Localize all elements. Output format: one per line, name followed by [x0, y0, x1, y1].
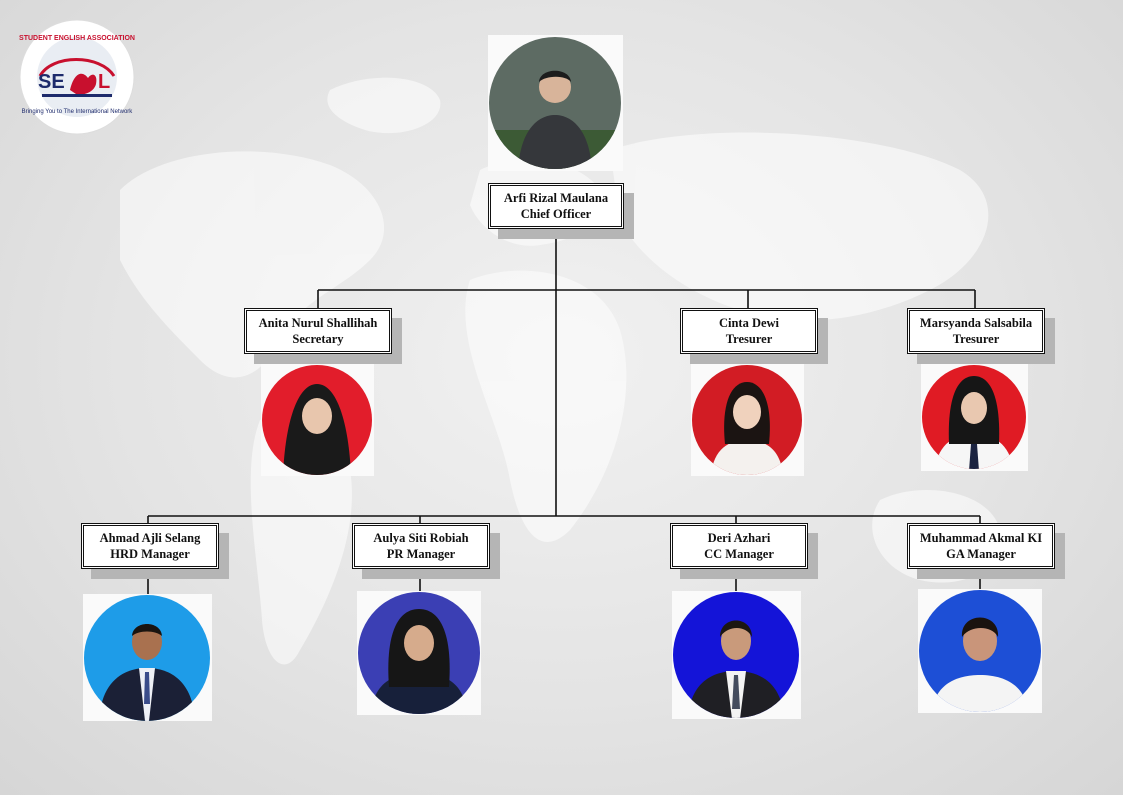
secretary-box: Anita Nurul Shallihah Secretary	[244, 308, 392, 354]
ga-manager-photo	[918, 589, 1042, 713]
treasurer-photo-1	[691, 364, 804, 476]
hrd-manager-photo	[83, 594, 212, 721]
member-name: Ahmad Ajli Selang	[99, 531, 201, 545]
hrd-manager-box: Ahmad Ajli Selang HRD Manager	[81, 523, 219, 569]
treasurer-box-2: Marsyanda Salsabila Tresurer	[907, 308, 1045, 354]
treasurer-photo-2	[921, 364, 1028, 471]
seal-logo: STUDENT ENGLISH ASSOCIATION SE L Bringin…	[18, 18, 136, 136]
svg-text:Bringing You to The Internatio: Bringing You to The International Networ…	[22, 109, 134, 115]
svg-text:L: L	[98, 71, 110, 93]
chief-role: Chief Officer	[520, 207, 592, 221]
member-name: Muhammad Akmal KI	[919, 531, 1043, 545]
member-name: Marsyanda Salsabila	[919, 316, 1033, 330]
chief-photo	[488, 35, 623, 171]
member-role: PR Manager	[386, 547, 456, 561]
cc-manager-photo	[672, 591, 801, 719]
svg-text:SE: SE	[38, 71, 65, 93]
member-role: GA Manager	[946, 547, 1016, 561]
member-role: HRD Manager	[110, 547, 190, 561]
member-name: Deri Azhari	[707, 531, 771, 545]
member-name: Anita Nurul Shallihah	[258, 316, 378, 330]
pr-manager-box: Aulya Siti Robiah PR Manager	[352, 523, 490, 569]
member-role: Secretary	[292, 332, 344, 346]
member-name: Aulya Siti Robiah	[373, 531, 469, 545]
secretary-photo	[261, 364, 374, 476]
member-name: Cinta Dewi	[718, 316, 780, 330]
chief-box: Arfi Rizal Maulana Chief Officer	[488, 183, 624, 229]
member-role: Tresurer	[725, 332, 773, 346]
ga-manager-box: Muhammad Akmal KI GA Manager	[907, 523, 1055, 569]
svg-text:STUDENT ENGLISH ASSOCIATION: STUDENT ENGLISH ASSOCIATION	[19, 35, 135, 42]
member-role: CC Manager	[704, 547, 774, 561]
member-role: Tresurer	[952, 332, 1000, 346]
chief-name: Arfi Rizal Maulana	[503, 191, 609, 205]
cc-manager-box: Deri Azhari CC Manager	[670, 523, 808, 569]
treasurer-box-1: Cinta Dewi Tresurer	[680, 308, 818, 354]
pr-manager-photo	[357, 591, 481, 715]
